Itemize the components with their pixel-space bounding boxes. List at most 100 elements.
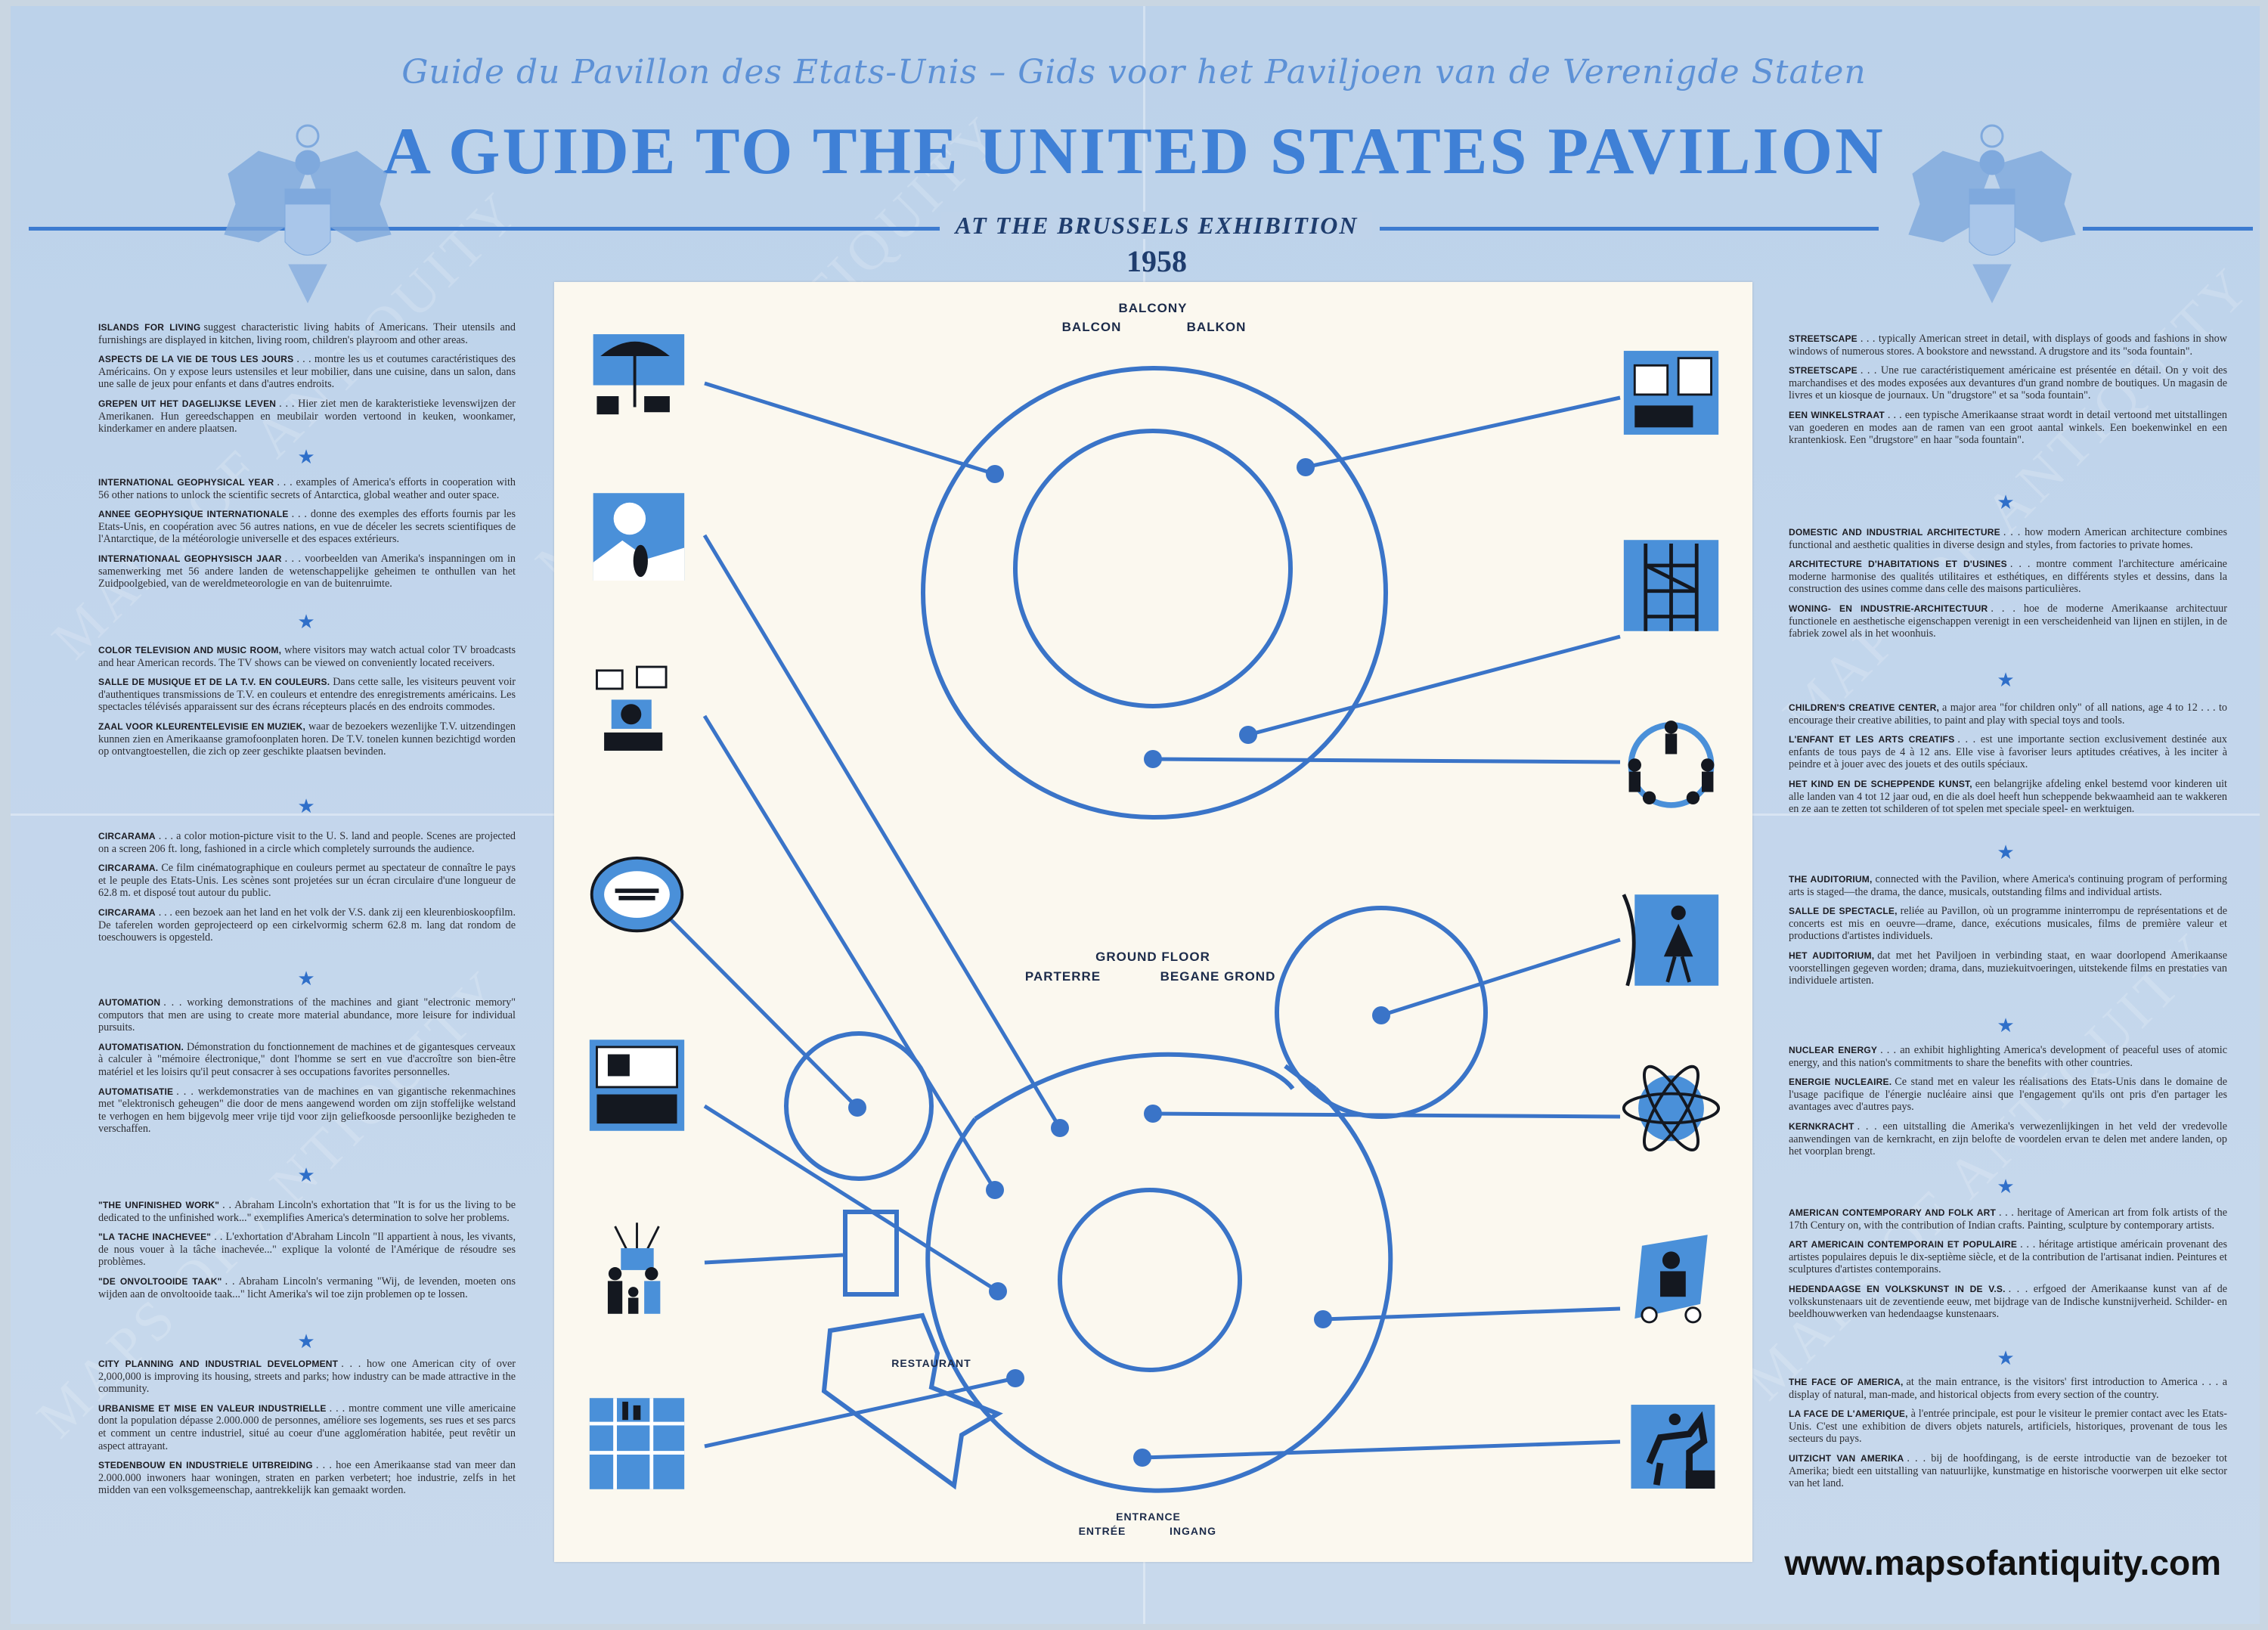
exhibit-marker-dot	[989, 1282, 1007, 1300]
title-rule-center-right	[1380, 227, 1879, 231]
exhibit-body: . . . erfgoed der Amerikaanse kunst van …	[1789, 1282, 2227, 1321]
exhibit-description: "THE UNFINISHED WORK". . Abraham Lincoln…	[98, 1199, 516, 1224]
label-ground-floor-en: GROUND FLOOR	[1095, 950, 1210, 964]
children-dance-icon-part	[1701, 758, 1715, 772]
storefront-icon	[1623, 351, 1719, 435]
tv-camera-icon-part	[636, 665, 668, 689]
exhibit-description: STREETSCAPE. . . Une rue caractéristique…	[1789, 364, 2227, 402]
exhibit-heading: INTERNATIONAAL GEOPHYSISCH JAAR	[98, 553, 282, 564]
leader-line	[704, 1253, 844, 1265]
ground-floor-outer-ring	[925, 1086, 1393, 1493]
umbrella-living-icon	[593, 334, 685, 415]
exhibit-body: . . . een bezoek aan het land en het vol…	[98, 906, 516, 944]
exhibit-description: DOMESTIC AND INDUSTRIAL ARCHITECTURE. . …	[1789, 526, 2227, 551]
exhibit-group: AUTOMATION. . . working demonstrations o…	[98, 996, 516, 1142]
exhibit-description: THE AUDITORIUM,connected with the Pavili…	[1789, 873, 2227, 898]
computer-console-icon-part	[596, 1094, 677, 1124]
exhibit-marker-dot	[1133, 1449, 1151, 1467]
exhibit-body: . . . montre comment l'architecture amér…	[1789, 558, 2227, 596]
exhibit-body: . . . typically American street in detai…	[1789, 333, 2227, 358]
leader-line	[704, 1376, 1016, 1449]
exhibit-marker-dot	[986, 465, 1004, 483]
star-divider-icon	[1994, 491, 2017, 514]
exhibit-heading: THE AUDITORIUM,	[1789, 874, 1873, 885]
exhibit-description: "LA TACHE INACHEVEE". . L'exhortation d'…	[98, 1231, 516, 1269]
atom-globe-icon-part	[1638, 1075, 1704, 1142]
exhibit-marker-dot	[1297, 458, 1315, 476]
exhibit-description: SALLE DE MUSIQUE ET DE LA T.V. EN COULEU…	[98, 676, 516, 714]
exhibit-heading: ART AMERICAIN CONTEMPORAIN ET POPULAIRE	[1789, 1239, 2018, 1250]
penguin-antarctic-icon-part	[633, 544, 648, 578]
year: 1958	[1126, 244, 1187, 278]
eagle-seal-icon-left	[224, 124, 392, 304]
children-dance-icon-part	[1628, 720, 1715, 804]
exhibit-body: . . . hoe de moderne Amerikaanse archite…	[1789, 602, 2227, 640]
star-divider-icon	[295, 968, 318, 990]
exhibit-heading: CITY PLANNING AND INDUSTRIAL DEVELOPMENT	[98, 1359, 339, 1369]
star-divider-icon	[295, 611, 318, 634]
exhibit-group: THE FACE OF AMERICA,at the main entrance…	[1789, 1376, 2227, 1497]
children-dance-icon-part	[1628, 758, 1641, 772]
exhibit-description: STEDENBOUW EN INDUSTRIELE UITBREIDING. .…	[98, 1459, 516, 1497]
folk-artist-icon-part	[1641, 1306, 1658, 1324]
children-dance-icon-part	[1642, 791, 1656, 804]
exhibit-group: NUCLEAR ENERGY. . . an exhibit highlight…	[1789, 1044, 2227, 1165]
exhibit-body: a major area "for children only" of all …	[1789, 702, 2227, 727]
label-entrance-en: ENTRANCE	[1116, 1511, 1181, 1523]
exhibit-group: AMERICAN CONTEMPORARY AND FOLK ART. . . …	[1789, 1207, 2227, 1328]
exhibit-marker-dot	[1144, 750, 1162, 768]
exhibit-description: COLOR TELEVISION AND MUSIC ROOM,where vi…	[98, 644, 516, 669]
exhibit-description: UITZICHT VAN AMERIKA. . . bij de hoofdin…	[1789, 1452, 2227, 1490]
exhibit-description: STREETSCAPE. . . typically American stre…	[1789, 333, 2227, 358]
exhibit-marker-dot	[1372, 1006, 1390, 1024]
exhibit-heading: STEDENBOUW EN INDUSTRIELE UITBREIDING	[98, 1460, 313, 1471]
umbrella-living-icon-part	[600, 341, 670, 356]
exhibit-description: AUTOMATISATION.Démonstration du fonction…	[98, 1041, 516, 1079]
exhibit-heading: STREETSCAPE	[1789, 333, 1857, 344]
family-icon-part	[607, 1281, 623, 1314]
folk-artist-icon-part	[1660, 1271, 1686, 1297]
scaffold-architecture-icon-part	[1644, 544, 1699, 631]
family-icon-part	[608, 1267, 622, 1281]
website-credit: www.mapsofantiquity.com	[1784, 1543, 2221, 1582]
multilingual-script-title: Guide du Pavillon des Etats-Unis – Gids …	[401, 53, 1867, 91]
circarama-icon	[590, 856, 684, 933]
exhibit-body: Démonstration du fonctionnement de machi…	[98, 1040, 516, 1078]
dancer-stage-icon-part	[1671, 905, 1686, 920]
exhibit-heading: ENERGIE NUCLEAIRE.	[1789, 1077, 1892, 1088]
exhibit-body: een belangrijke afdeling enkel bestemd v…	[1789, 777, 2227, 816]
exhibit-heading: NUCLEAR ENERGY	[1789, 1045, 1878, 1055]
exhibit-description: L'ENFANT ET LES ARTS CREATIFS. . . est u…	[1789, 733, 2227, 771]
exhibit-group: INTERNATIONAL GEOPHYSICAL YEAR. . . exam…	[98, 476, 516, 597]
eagle-seal-part	[1980, 124, 2004, 148]
circarama-icon-part	[615, 888, 659, 900]
atom-globe-icon-part	[1643, 1064, 1699, 1151]
exhibit-description: KERNKRACHT. . . een uitstalling die Amer…	[1789, 1120, 2227, 1158]
children-dance-icon	[1628, 720, 1715, 808]
exhibit-heading: "DE ONVOLTOOIDE TAAK"	[98, 1275, 222, 1287]
label-balcony-en: BALCONY	[1118, 301, 1187, 315]
tv-camera-icon-part	[596, 669, 624, 690]
exhibit-body: where visitors may watch actual color TV…	[98, 644, 516, 669]
family-icon-part	[621, 1247, 654, 1270]
exhibit-heading: CIRCARAMA	[98, 906, 156, 918]
exhibit-body: Ce film cinématographique en couleurs pe…	[98, 862, 516, 900]
exhibit-description: CHILDREN'S CREATIVE CENTER,a major area …	[1789, 702, 2227, 727]
exhibit-body: . . . montre comment une ville americain…	[98, 1402, 516, 1452]
exhibit-body: . . . héritage artistique américain prov…	[1789, 1238, 2227, 1276]
star-divider-icon	[1994, 1347, 2017, 1370]
exhibit-description: ART AMERICAIN CONTEMPORAIN ET POPULAIRE.…	[1789, 1238, 2227, 1276]
exhibit-heading: "LA TACHE INACHEVEE"	[98, 1232, 212, 1243]
exhibit-heading: CIRCARAMA.	[98, 863, 159, 874]
leader-line	[703, 1104, 999, 1294]
folk-artist-icon-part	[1662, 1251, 1681, 1269]
exhibit-body: . . . examples of America's efforts in c…	[98, 476, 516, 501]
leader-line	[702, 714, 997, 1192]
exhibit-heading: SALLE DE SPECTACLE,	[1789, 906, 1898, 917]
eagle-seal-part	[296, 124, 320, 148]
exhibit-description: GREPEN UIT HET DAGELIJKSE LEVEN. . . Hie…	[98, 398, 516, 435]
penguin-antarctic-icon-part	[613, 502, 646, 535]
exhibit-body: à l'entrée principale, est pour le visit…	[1789, 1408, 2227, 1446]
exhibit-body: . . . bij de hoofdingang, is de eerste i…	[1789, 1452, 2227, 1490]
